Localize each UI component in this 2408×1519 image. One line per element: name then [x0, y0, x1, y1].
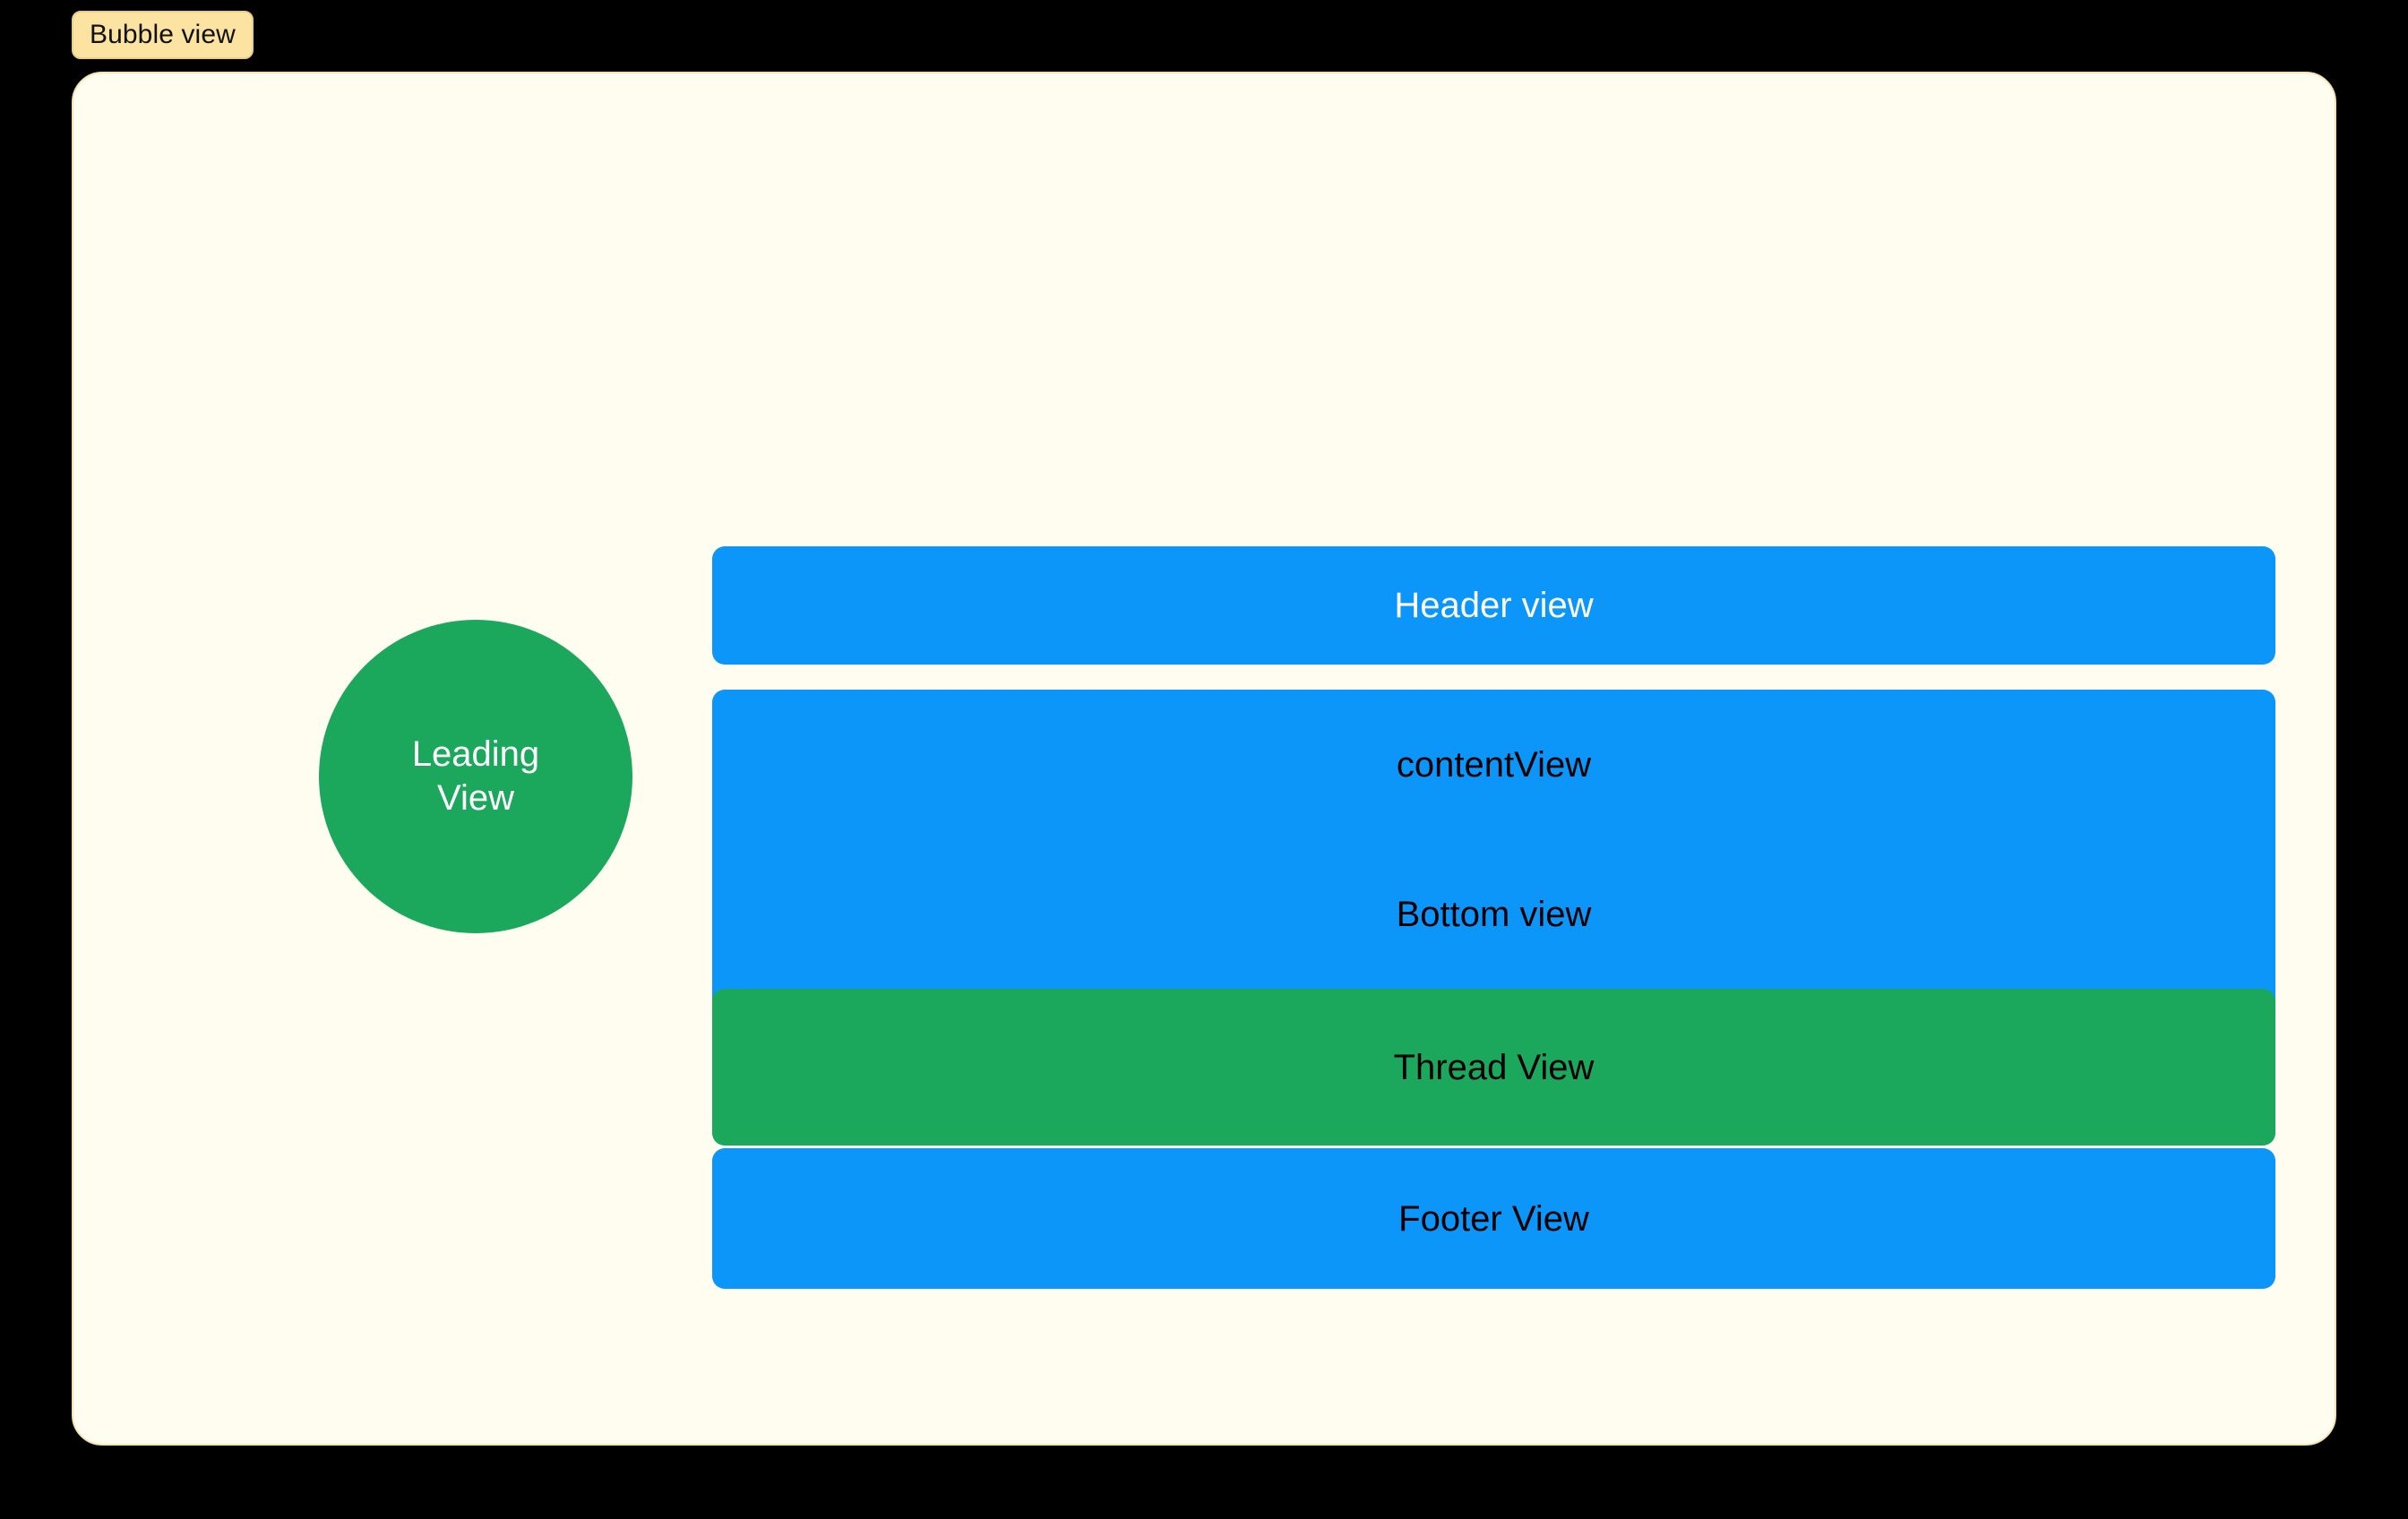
bubble-view-label-text: Bubble view: [90, 20, 236, 49]
thread-view-label: Thread View: [1393, 1047, 1595, 1087]
footer-view-label: Footer View: [1398, 1198, 1589, 1239]
header-view-label: Header view: [1394, 586, 1594, 625]
bottom-view-label: Bottom view: [1396, 894, 1592, 934]
leading-view-label: Leading View: [411, 734, 540, 818]
content-view-row: contentView: [712, 690, 2275, 839]
bubble-view-label-chip: Bubble view: [72, 11, 254, 59]
content-view[interactable]: contentView Bottom view Thread View: [712, 690, 2275, 1146]
content-view-label: contentView: [1396, 744, 1592, 785]
bottom-view[interactable]: Bottom view: [712, 839, 2275, 989]
leading-view[interactable]: Leading View: [319, 620, 632, 933]
footer-view[interactable]: Footer View: [712, 1148, 2275, 1289]
stacked-views-column: Header view contentView Bottom view Thre…: [712, 546, 2275, 1289]
thread-view[interactable]: Thread View: [712, 989, 2275, 1146]
bubble-view-container: Leading View Header view contentView Bot…: [72, 72, 2336, 1446]
header-view[interactable]: Header view: [712, 546, 2275, 665]
